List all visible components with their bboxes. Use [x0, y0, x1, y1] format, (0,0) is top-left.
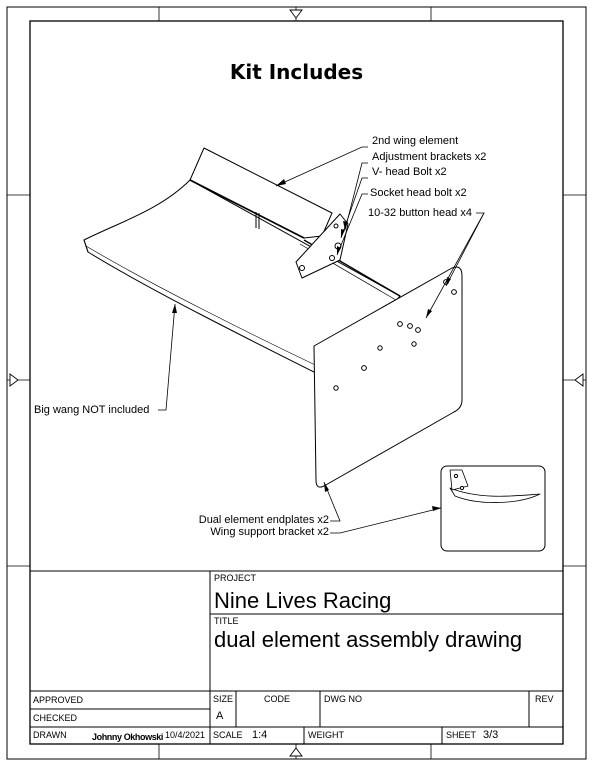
- drawing-title: dual element assembly drawing: [214, 627, 523, 652]
- leader-lines: [158, 146, 485, 534]
- sheet-value: 3/3: [483, 729, 499, 741]
- adjustment-bracket: [295, 213, 349, 279]
- leader-arrowheads: [172, 179, 451, 511]
- wing-drawing: [83, 147, 546, 552]
- weight-label: WEIGHT: [308, 730, 344, 740]
- callout-adjustment-brackets: Adjustment brackets x2: [372, 151, 487, 163]
- title-block: [29, 570, 564, 745]
- drawn-label: DRAWN: [33, 730, 67, 740]
- checked-label: CHECKED: [33, 713, 78, 723]
- callout-button-head: 10-32 button head x4: [368, 207, 472, 219]
- scale-label: SCALE: [213, 730, 243, 740]
- callout-endplates: Dual element endplates x2: [198, 514, 329, 526]
- approved-label: APPROVED: [33, 695, 84, 705]
- size-value: A: [216, 710, 224, 722]
- drawn-by-name: Johnny Okhowski: [92, 732, 164, 742]
- sheet-label: SHEET: [446, 730, 477, 740]
- center-marks: [9, 9, 584, 757]
- second-wing: [189, 147, 333, 239]
- callout-support-bracket: Wing support bracket x2: [210, 526, 329, 538]
- code-label: CODE: [264, 694, 291, 704]
- scale-value: 1:4: [252, 729, 268, 741]
- project-label: PROJECT: [214, 573, 257, 583]
- kit-includes-heading: Kit Includes: [229, 60, 364, 84]
- size-label: SIZE: [213, 694, 234, 704]
- callout-second-wing: 2nd wing element: [372, 135, 459, 147]
- detail-view: [440, 465, 546, 552]
- rev-label: REV: [535, 694, 554, 704]
- callout-socket-head-bolt: Socket head bolt x2: [370, 187, 467, 199]
- title-label: TITLE: [214, 616, 239, 626]
- callout-vhead-bolt: V- head Bolt x2: [372, 166, 447, 178]
- outer-border: [6, 6, 587, 760]
- project-name: Nine Lives Racing: [214, 588, 392, 613]
- endplate: [313, 266, 463, 488]
- dwg-no-label: DWG NO: [324, 694, 362, 704]
- callout-big-wang: Big wang NOT included: [34, 404, 150, 416]
- drawn-date: 10/4/2021: [165, 730, 206, 740]
